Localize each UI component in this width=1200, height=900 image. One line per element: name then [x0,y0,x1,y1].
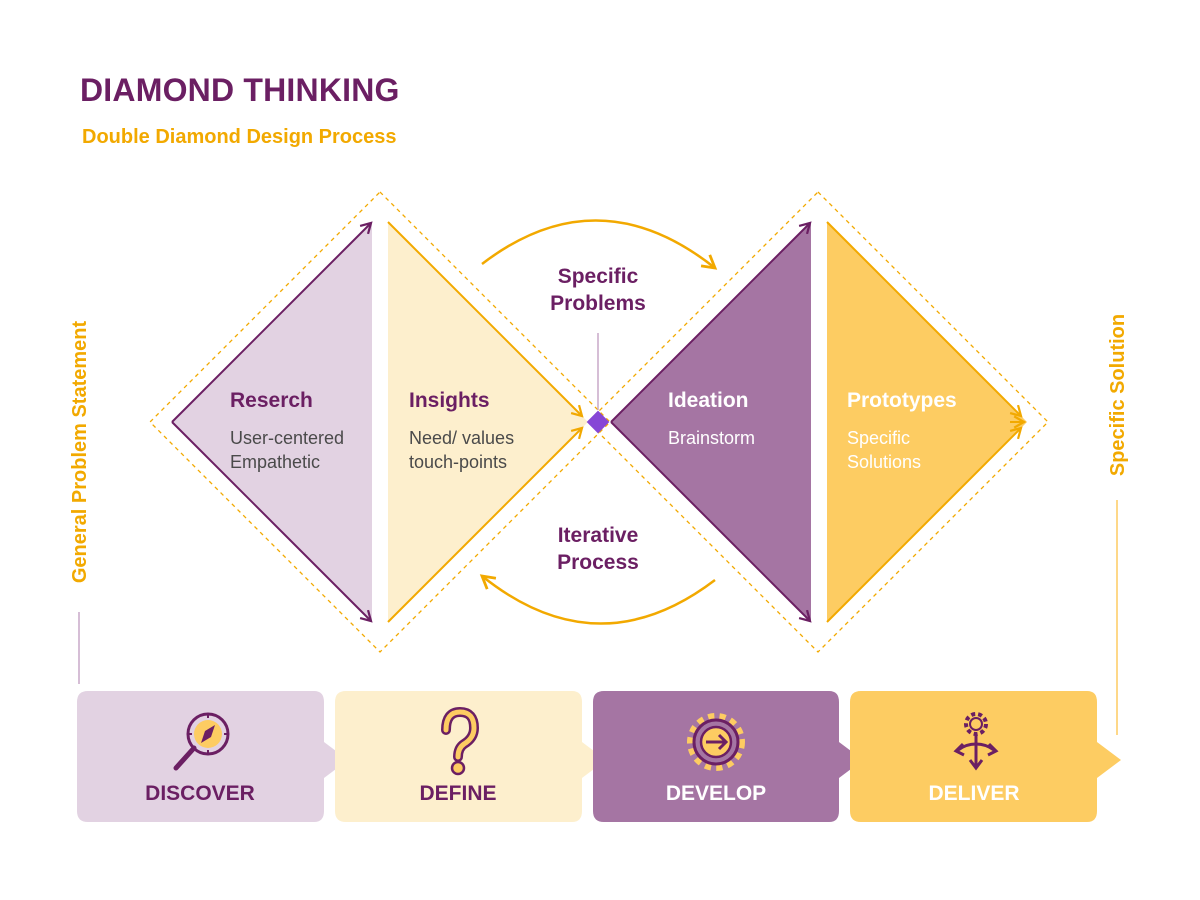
quadrant-insights-shape [388,222,588,622]
quadrant-ideation-shape [611,222,811,622]
compass-magnifier-icon [173,712,230,771]
quadrant-research-line1: User-centered [230,428,344,448]
quadrant-insights-line1: Need/ values [409,428,514,448]
top-curved-arrow [481,219,718,270]
gear-arrow-icon [687,713,745,771]
iterative-process-line1: Iterative [558,524,639,547]
iterative-process-line2: Process [557,551,639,574]
bottom-curved-arrow [479,574,716,625]
stage-deliver: DELIVER [850,691,1121,822]
left-diamond-outline [149,191,611,653]
prototypes-arrow-top [826,221,1023,418]
stage-define: DEFINE [335,691,606,822]
page-subtitle: Double Diamond Design Process [82,126,397,148]
quadrant-prototypes-line2: Solutions [847,452,921,472]
insights-arrow-top [387,221,584,418]
insights-arrow-bottom [387,426,584,623]
quadrant-prototypes-line1: Specific [847,428,910,448]
quadrant-prototypes-title: Prototypes [847,389,957,412]
specific-problems-line1: Specific [558,265,639,288]
stage-develop-label: DEVELOP [666,782,766,805]
quadrant-research-line2: Empathetic [230,452,320,472]
research-arrow-down [171,421,373,623]
page-title: DIAMOND THINKING [80,72,400,108]
right-diamond-outline [587,191,1049,653]
research-arrow-up [171,221,373,423]
stage-deliver-label: DELIVER [928,782,1019,805]
quadrant-research-title: Reserch [230,389,313,412]
side-label-left: General Problem Statement [69,321,91,584]
ideation-arrow-down [610,421,812,623]
quadrant-ideation-title: Ideation [668,389,749,412]
gear-arrows-out-icon [953,712,999,771]
quadrant-research-shape [172,222,372,622]
stage-define-label: DEFINE [419,782,496,805]
quadrant-insights-line2: touch-points [409,452,507,472]
ideation-arrow-up [610,221,812,423]
stage-discover: DISCOVER [77,691,348,822]
center-diamond-marker [586,410,610,434]
question-mark-icon [441,707,479,776]
stage-discover-label: DISCOVER [145,782,255,805]
quadrant-ideation-line1: Brainstorm [668,428,755,448]
specific-problems-line2: Problems [550,292,646,315]
quadrant-prototypes-shape [827,222,1027,622]
prototypes-arrow-bottom [826,426,1023,623]
side-label-right: Specific Solution [1107,314,1129,476]
stage-develop: DEVELOP [593,691,863,822]
quadrant-insights-title: Insights [409,389,490,412]
